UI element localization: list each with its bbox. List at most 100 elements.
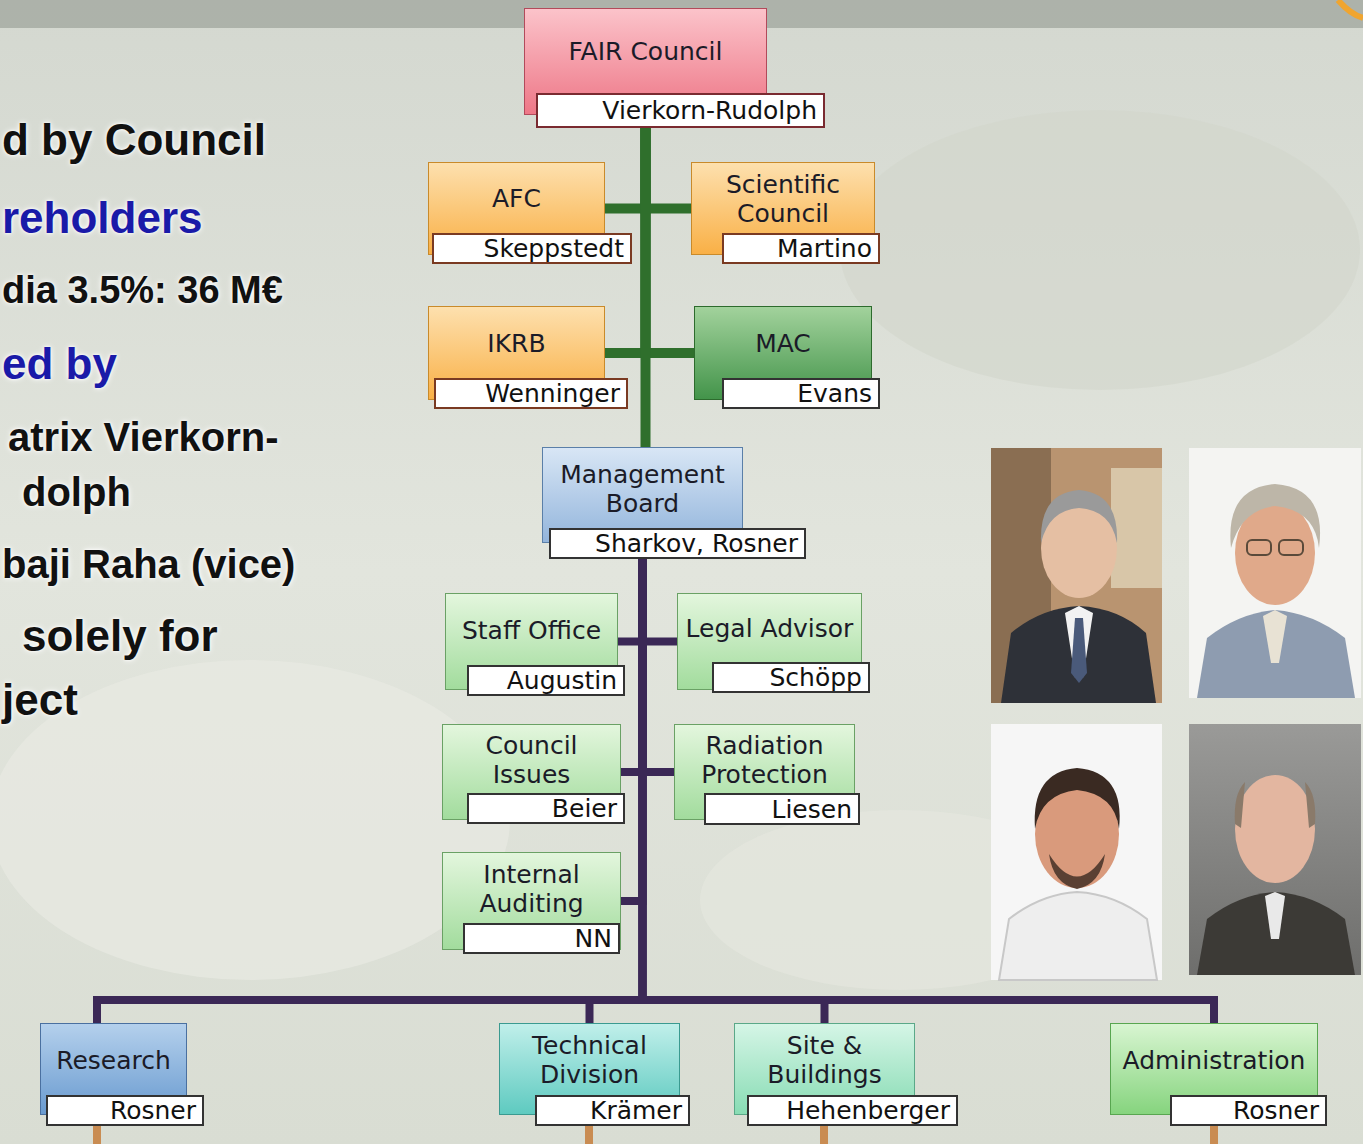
name-line: Schöpp (770, 664, 863, 691)
box-title-area: Research (41, 1024, 186, 1096)
box-title-area: AFC (429, 163, 604, 234)
person-name: Wenninger (485, 379, 620, 408)
box-title-area: Scientific Council (692, 163, 874, 234)
name-box: Evans (722, 378, 880, 409)
person-name: Beier (552, 794, 617, 823)
box-title: Internal Auditing (449, 860, 614, 918)
slide-text: d by Council (2, 114, 266, 167)
name-box: Krämer (535, 1095, 690, 1126)
person-name: Vierkorn-Rudolph (602, 96, 817, 125)
person-name: Evans (797, 379, 872, 408)
name-line: Augustin (507, 667, 617, 694)
org-connector (605, 128, 646, 209)
org-box: Internal AuditingNN (442, 852, 621, 954)
box-title: AFC (492, 184, 541, 213)
org-connector (643, 559, 675, 772)
person-name: Sharkov, Rosner (595, 529, 798, 558)
name-box: Hehenberger (747, 1095, 958, 1126)
name-box: Beier (467, 793, 625, 824)
box-title-area: Staff Office (446, 594, 617, 666)
photo-shirt (1263, 610, 1287, 663)
box-title: Radiation Protection (681, 731, 848, 789)
person-name: Martino (777, 234, 872, 263)
name-line: Liesen (771, 796, 852, 823)
name-box: Augustin (467, 665, 625, 696)
photo-hair (1041, 490, 1117, 543)
slide-text: atrix Vierkorn- (8, 413, 279, 461)
name-box: Sharkov, Rosner (549, 528, 806, 559)
portrait-photo (991, 724, 1162, 980)
name-box: Rosner (1170, 1095, 1327, 1126)
photo-face (1235, 775, 1315, 883)
photo-suit (1001, 606, 1156, 703)
photo-jacket (1197, 892, 1355, 975)
photo-glasses (1247, 540, 1271, 555)
person-name: Rosner (1233, 1096, 1319, 1125)
slide-text: baji Raha (vice) (2, 540, 295, 588)
box-title-area: IKRB (429, 307, 604, 379)
name-box: Martino (722, 233, 880, 264)
slide-text: dolph (22, 468, 131, 516)
org-box: ResearchRosner (40, 1023, 204, 1126)
photo-bg (991, 448, 1162, 703)
name-box: Liesen (704, 793, 860, 825)
person-name: Rosner (110, 1096, 196, 1125)
box-title-area: Technical Division (500, 1024, 679, 1096)
box-title-area: FAIR Council (525, 9, 766, 94)
photo-bg (1189, 448, 1361, 698)
stub-line (1210, 1124, 1218, 1144)
org-box: Management BoardSharkov, Rosner (542, 447, 806, 559)
photo-bg (991, 724, 1162, 980)
stub-line (820, 1124, 828, 1144)
person-name: Schöpp (770, 663, 863, 692)
org-box: IKRB Wenninger (428, 306, 628, 409)
portrait-photo (1189, 724, 1361, 975)
org-box: Council IssuesBeier (442, 724, 625, 824)
box-title-area: Internal Auditing (443, 853, 620, 924)
name-line: Martino (777, 235, 872, 262)
photo-hair (1035, 768, 1120, 829)
box-title-area: Council Issues (443, 725, 620, 794)
photo-shirt (1265, 892, 1285, 939)
org-connector (643, 559, 678, 642)
org-box: Technical DivisionKrämer (499, 1023, 690, 1126)
box-title: Management Board (549, 460, 736, 518)
box-title-area: MAC (695, 307, 871, 379)
portrait-photo (1189, 448, 1361, 698)
box-title: MAC (755, 329, 811, 358)
name-box: Schöpp (712, 662, 870, 693)
org-box: AdministrationRosner (1110, 1023, 1327, 1126)
box-title-area: Management Board (543, 448, 742, 529)
corner-arc (1338, 0, 1363, 18)
box-title: Council Issues (449, 731, 614, 789)
name-line: Vierkorn-Rudolph (602, 97, 817, 124)
box-title-area: Radiation Protection (675, 725, 854, 794)
name-box: Wenninger (434, 378, 628, 409)
person-name: Skeppstedt (484, 234, 624, 263)
photo-haze (0, 660, 510, 980)
name-line: Skeppstedt (484, 235, 624, 262)
photo-tie (1071, 618, 1087, 683)
portrait-photo (991, 448, 1162, 703)
name-line: Wenninger (485, 380, 620, 407)
person-name: Krämer (590, 1096, 682, 1125)
name-line: Evans (797, 380, 872, 407)
box-title: Research (56, 1046, 171, 1075)
box-title: Site & Buildings (741, 1031, 908, 1089)
name-box: NN (463, 923, 620, 954)
stub-line (93, 1124, 101, 1144)
box-title: IKRB (487, 329, 545, 358)
name-box: Vierkorn-Rudolph (536, 93, 825, 128)
box-title: Legal Advisor (686, 614, 854, 643)
org-connector (641, 128, 651, 447)
box-title-area: Legal Advisor (678, 594, 861, 663)
org-box: Legal AdvisorSchöpp (677, 593, 870, 693)
name-box: Rosner (46, 1095, 204, 1126)
org-box: Site & BuildingsHehenberger (734, 1023, 958, 1126)
name-line: Sharkov, Rosner (595, 530, 798, 557)
name-line: Krämer (590, 1097, 682, 1124)
org-box: Scientific CouncilMartino (691, 162, 880, 264)
box-title: Technical Division (506, 1031, 673, 1089)
photo-shirt (999, 892, 1157, 980)
org-box: Staff OfficeAugustin (445, 593, 625, 696)
